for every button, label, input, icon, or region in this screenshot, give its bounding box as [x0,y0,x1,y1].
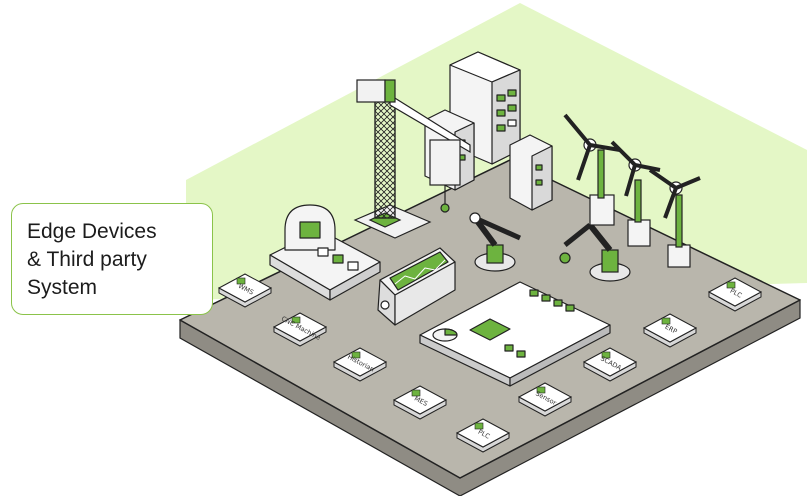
tile-scada-6: SCADA [582,347,638,382]
database-icon [351,351,361,359]
robotic-arm-left [469,212,522,272]
conveyor-machine [269,204,381,301]
tile-sensor-5: Sensor [517,382,573,417]
tile-wms-0: WMS [217,273,273,308]
wind-turbines [563,113,701,268]
grid-icon [661,317,671,325]
tower-crane [353,79,471,239]
tile-historian-2: Historian [332,347,388,382]
tile-plc-4: PLC [455,418,511,453]
sensor-icon [536,386,546,394]
robotic-arm-right [559,223,631,282]
tile-mes-3: MES [392,385,448,420]
monitoring-panel [377,247,456,326]
stack-icon [474,422,484,430]
circuit-board [419,281,611,387]
gear-icon [411,389,421,397]
tile-erp-7: ERP [642,313,698,348]
monitor-icon [601,351,611,359]
tile-cnc-machine-1: CNC Machine [272,312,328,347]
callout-line-1: Edge Devices [27,220,157,243]
callout-line-3: System [27,276,98,299]
cloud-icon [236,277,246,285]
edge-devices-callout: Edge Devices & Third party System [11,203,213,315]
stack-icon [726,281,736,289]
tile-plc-8: PLC [707,277,763,312]
person-icon [291,316,301,324]
callout-line-2: & Third party [27,248,147,271]
